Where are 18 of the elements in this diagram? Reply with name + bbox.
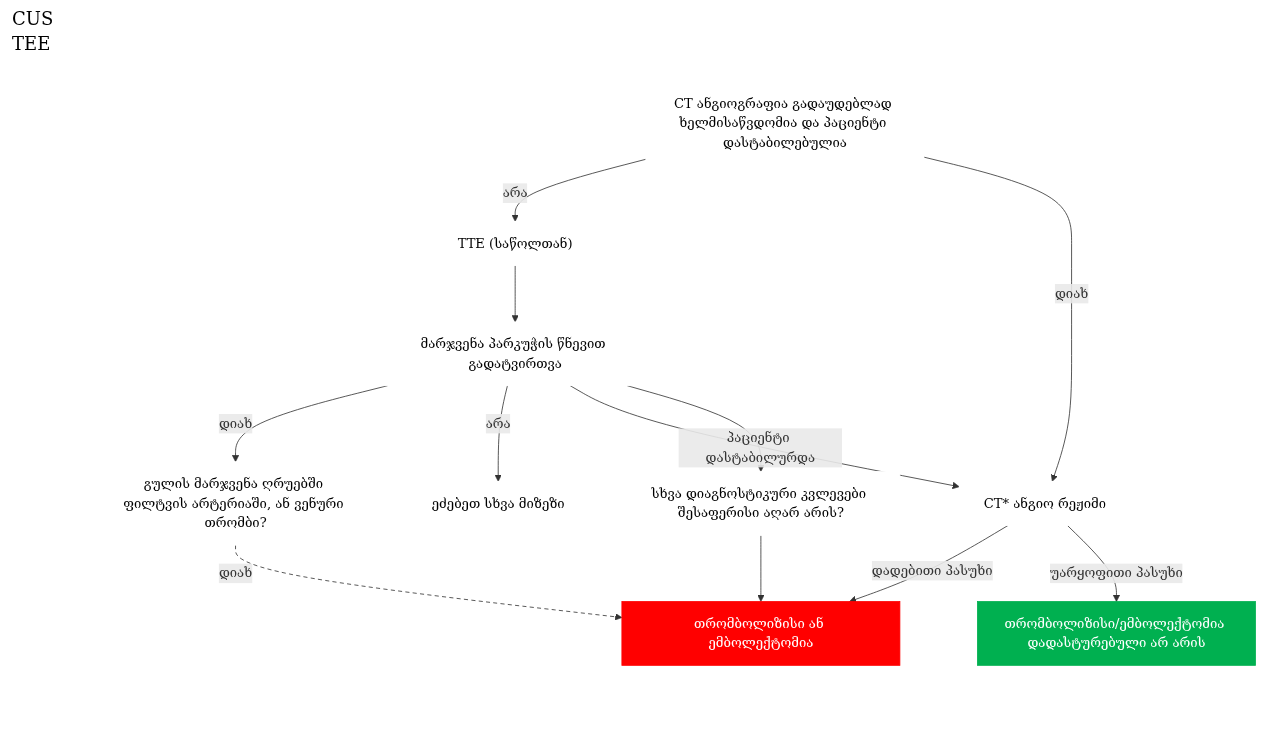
node-box: თრომბოლიზისი/ემბოლექტომია დადასტურებული არ არის bbox=[977, 600, 1256, 666]
node-text: CT ანგიოგრაფია გადაუდებლად ხელმისაწვდომია და პაციენტი დასტაბილებულია bbox=[673, 95, 892, 150]
node-box: თრომბოლიზისი ან ემბოლექტომია bbox=[621, 600, 901, 666]
edge-label: დიახ bbox=[218, 564, 253, 581]
edge-label: დადებითი პასუხი bbox=[871, 562, 993, 578]
note-text: TEE bbox=[12, 33, 52, 54]
node-text: ეძებეთ სხვა მიზეზი bbox=[431, 494, 565, 511]
node-text: CT* ანგიო რეჟიმი bbox=[983, 494, 1106, 511]
edge-label: პაციენტი დასტაბილურდა bbox=[705, 429, 816, 465]
edge-label: დიახ bbox=[218, 415, 253, 431]
edge-label: არა bbox=[485, 415, 511, 431]
edge-label: დიახ bbox=[1054, 285, 1089, 301]
note-text: CUS bbox=[12, 8, 54, 29]
edge-label: უარყოფითი პასუხი bbox=[1050, 564, 1183, 581]
node-text: გულის მარჯვენა ღრუებში ფილტვის არტერიაში, ან ვენური თრომბი? bbox=[123, 475, 344, 530]
edge-label: არა bbox=[502, 184, 528, 201]
node-text: მარჯვენა პარკუჭის წნევით გადატვირთვა bbox=[420, 335, 606, 371]
node-text: TTE (საწოლთან) bbox=[457, 234, 573, 251]
